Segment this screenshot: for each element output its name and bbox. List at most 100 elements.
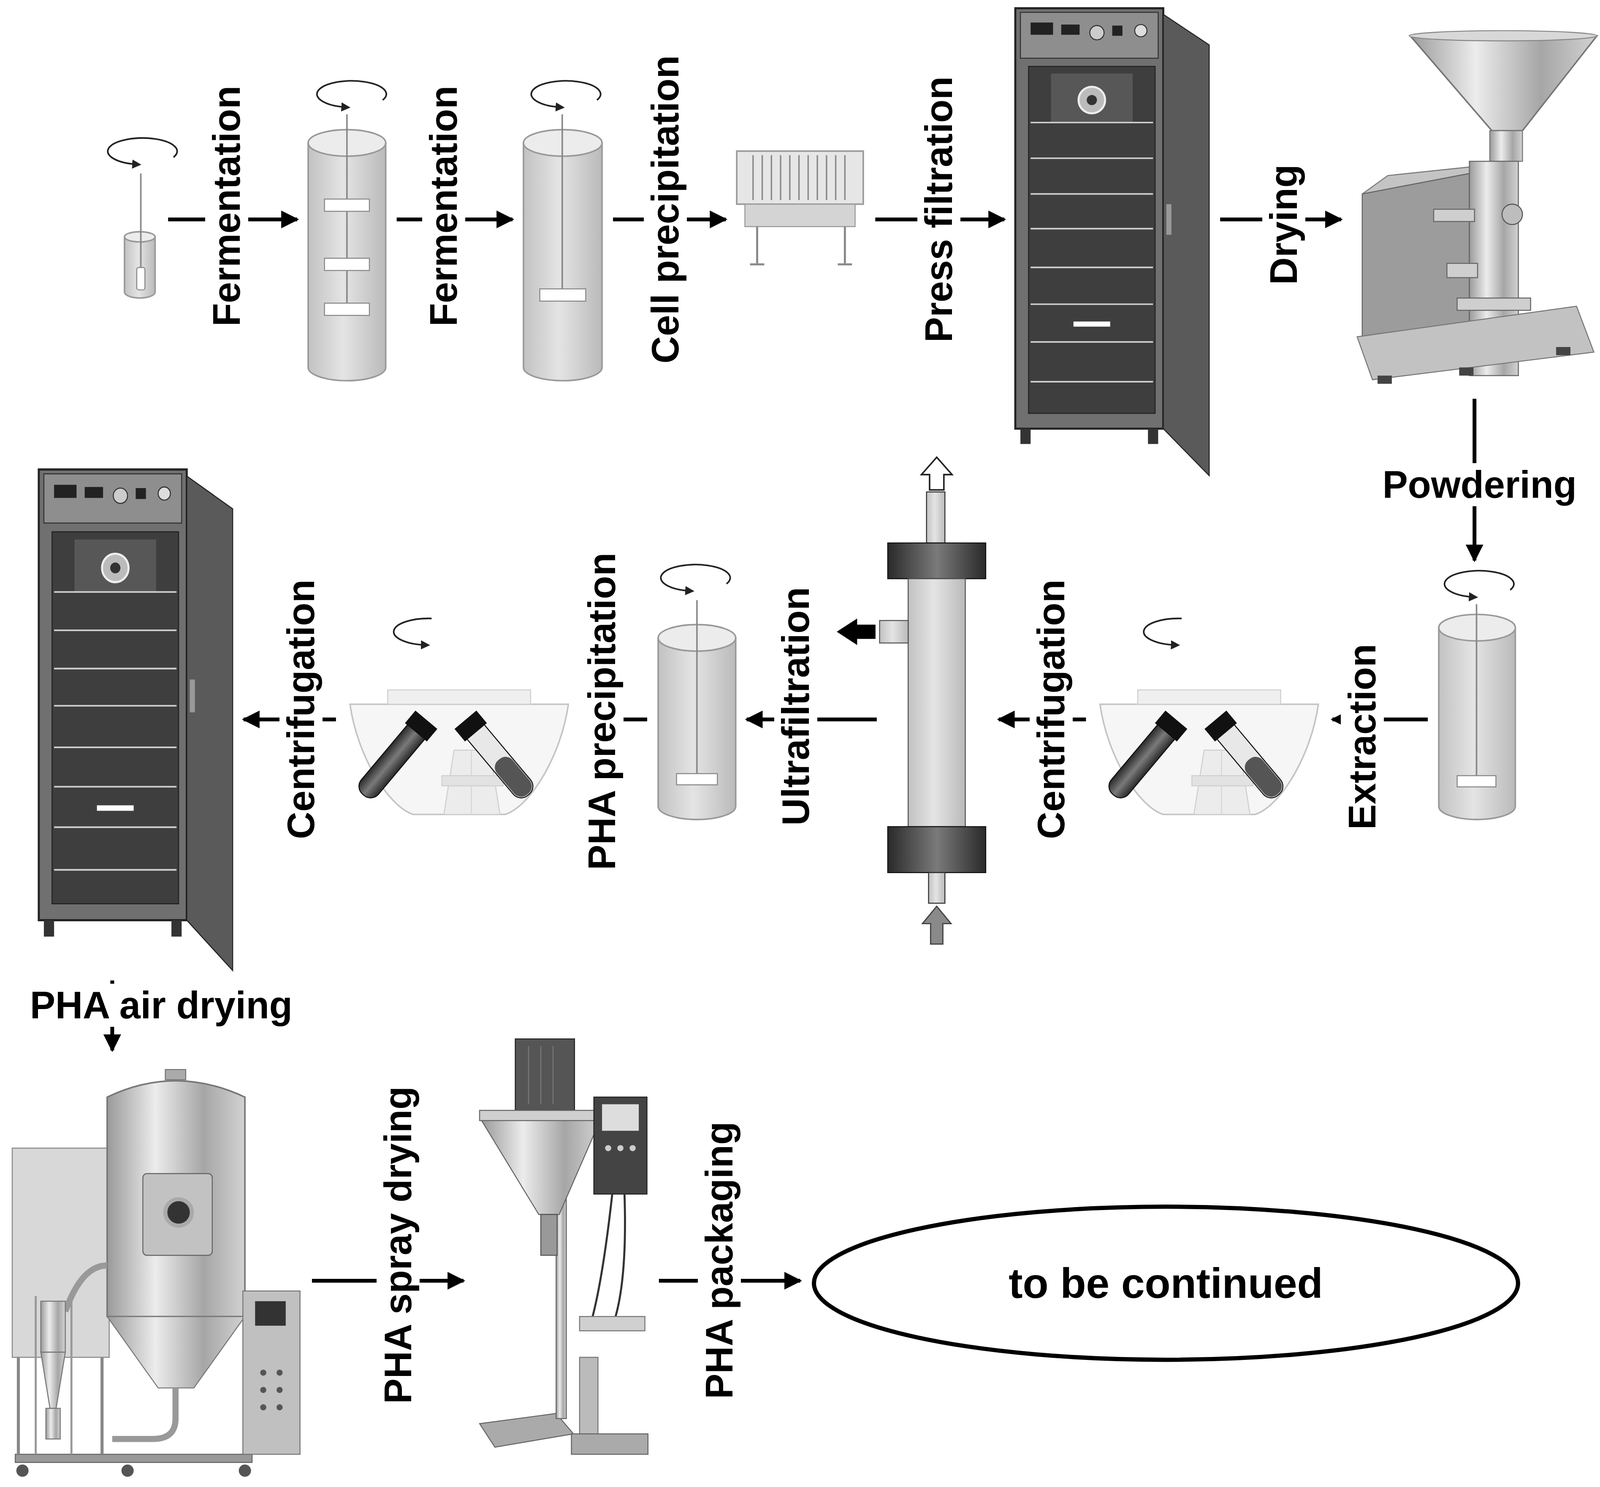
spray-dryer-part (46, 1408, 61, 1440)
spray-dryer-part (260, 1404, 267, 1411)
spray-dryer-part (260, 1369, 267, 1376)
extraction-tank (1438, 570, 1516, 820)
spray-dryer (12, 1069, 301, 1477)
precipitation-tank-part (660, 564, 730, 591)
equipment-node (474, 1035, 649, 1459)
air-drying-cabinet-part (38, 469, 233, 971)
settling-tank-part (756, 226, 759, 264)
fermenter-part (561, 114, 564, 291)
equipment-node (124, 214, 158, 305)
powder-packaging-machine-part (589, 1193, 613, 1327)
ultrafiltration-column-part (928, 872, 946, 904)
precipitation-tank-part (696, 599, 698, 778)
spray-dryer-part (112, 1387, 176, 1439)
spray-dryer-part (40, 1301, 66, 1353)
centrifuge-part (1100, 618, 1319, 815)
settling-tank-part-part (770, 155, 773, 201)
spray-dryer-part (238, 1464, 252, 1477)
ultrafiltration-column-part (926, 491, 946, 543)
powder-packaging-machine-part (479, 1110, 603, 1121)
powder-packaging-machine-part (571, 1433, 649, 1454)
centrifuge (1100, 618, 1319, 815)
spray-dryer-part (12, 1147, 110, 1358)
powder-packaging-machine-part (579, 1357, 599, 1439)
seed-flask-part (124, 236, 156, 299)
drying-cabinet (1015, 8, 1210, 476)
powder-packaging-machine-part (629, 1144, 636, 1152)
colloid-mill-part (1409, 30, 1598, 41)
settling-tank-part-part (789, 155, 791, 201)
continuation-ellipse: to be continued (811, 1204, 1521, 1363)
step-label: Fermentation (205, 79, 249, 333)
spray-dryer-part (260, 1386, 267, 1394)
step-label: PHA precipitation (580, 546, 624, 876)
equipment-node (308, 127, 386, 383)
extraction-tank-part (1457, 775, 1497, 787)
spray-dryer-part (70, 1296, 73, 1455)
ultrafiltration-column-part (879, 620, 909, 643)
equipment-node (1438, 571, 1516, 825)
air-drying-cabinet (38, 469, 233, 971)
colloid-mill-part (1458, 367, 1474, 376)
spray-dryer-part (276, 1369, 283, 1376)
step-label: Drying (1262, 158, 1306, 291)
equipment-node (736, 151, 865, 269)
settling-tank-part-part (761, 155, 763, 201)
spray-dryer-part (15, 1454, 253, 1463)
step-label: Ultrafiltration (774, 580, 818, 832)
spray-dryer-part (276, 1404, 283, 1411)
spray-dryer-part (34, 1296, 37, 1455)
colloid-mill-part (1377, 375, 1392, 384)
fermenter-part (324, 198, 370, 212)
settling-tank-part-part (835, 155, 837, 201)
extraction-tank-part (1444, 570, 1514, 597)
equipment-node (523, 127, 603, 383)
equipment-node (658, 622, 736, 827)
powder-packaging-machine-part (602, 1103, 639, 1131)
powder-packaging-machine-part (593, 1097, 648, 1195)
equipment-node (1352, 30, 1598, 388)
ultrafiltration-column-part (887, 542, 986, 579)
spray-dryer-part (165, 1198, 193, 1226)
spray-dryer-part (16, 1464, 29, 1477)
colloid-mill-part (1457, 298, 1531, 311)
step-label: PHA packaging (697, 1115, 741, 1405)
settling-tank-part (843, 226, 847, 264)
spray-dryer-part (107, 1080, 245, 1317)
ultrafiltration-column-part (908, 578, 966, 827)
precipitation-tank (658, 564, 736, 820)
powder-packaging-machine-part (552, 1046, 554, 1105)
settling-tank-part (753, 155, 846, 201)
step-label: Powdering (1376, 463, 1583, 507)
ellipse-shape (813, 1206, 1519, 1360)
spray-dryer-part (254, 1301, 286, 1326)
settling-tank-part-part (798, 155, 800, 201)
step-label: Press filtration (917, 70, 961, 348)
extraction-tank-part (1475, 604, 1478, 781)
ultrafiltration-column-part (921, 457, 953, 490)
settling-tank-part (837, 263, 852, 266)
precipitation-tank-part (676, 773, 718, 785)
powder-packaging-machine-part (515, 1038, 575, 1111)
powder-packaging-machine (479, 1038, 649, 1455)
colloid-mill-part (1489, 130, 1523, 162)
colloid-mill-part (1357, 306, 1595, 380)
powder-packaging-machine-part (528, 1046, 529, 1105)
settling-tank-part (736, 151, 864, 205)
ultrafiltration-column-part (836, 618, 876, 646)
colloid-mill (1357, 30, 1598, 384)
seed-flask (107, 138, 177, 299)
equipment-node (347, 683, 572, 817)
settling-tank-part-part (807, 155, 809, 201)
colloid-mill-part (1410, 35, 1597, 131)
settling-tank-part-part (825, 155, 828, 201)
settling-tank-part-part (844, 155, 846, 201)
seed-flask-part (107, 138, 177, 165)
powder-packaging-machine-part (540, 1046, 542, 1105)
settling-tank (736, 151, 864, 265)
step-label: Fermentation (422, 79, 466, 333)
colloid-mill-part (1362, 173, 1470, 342)
colloid-mill-part (1502, 204, 1523, 225)
ultrafiltration-column (836, 457, 986, 944)
spray-dryer-part (242, 1290, 300, 1455)
